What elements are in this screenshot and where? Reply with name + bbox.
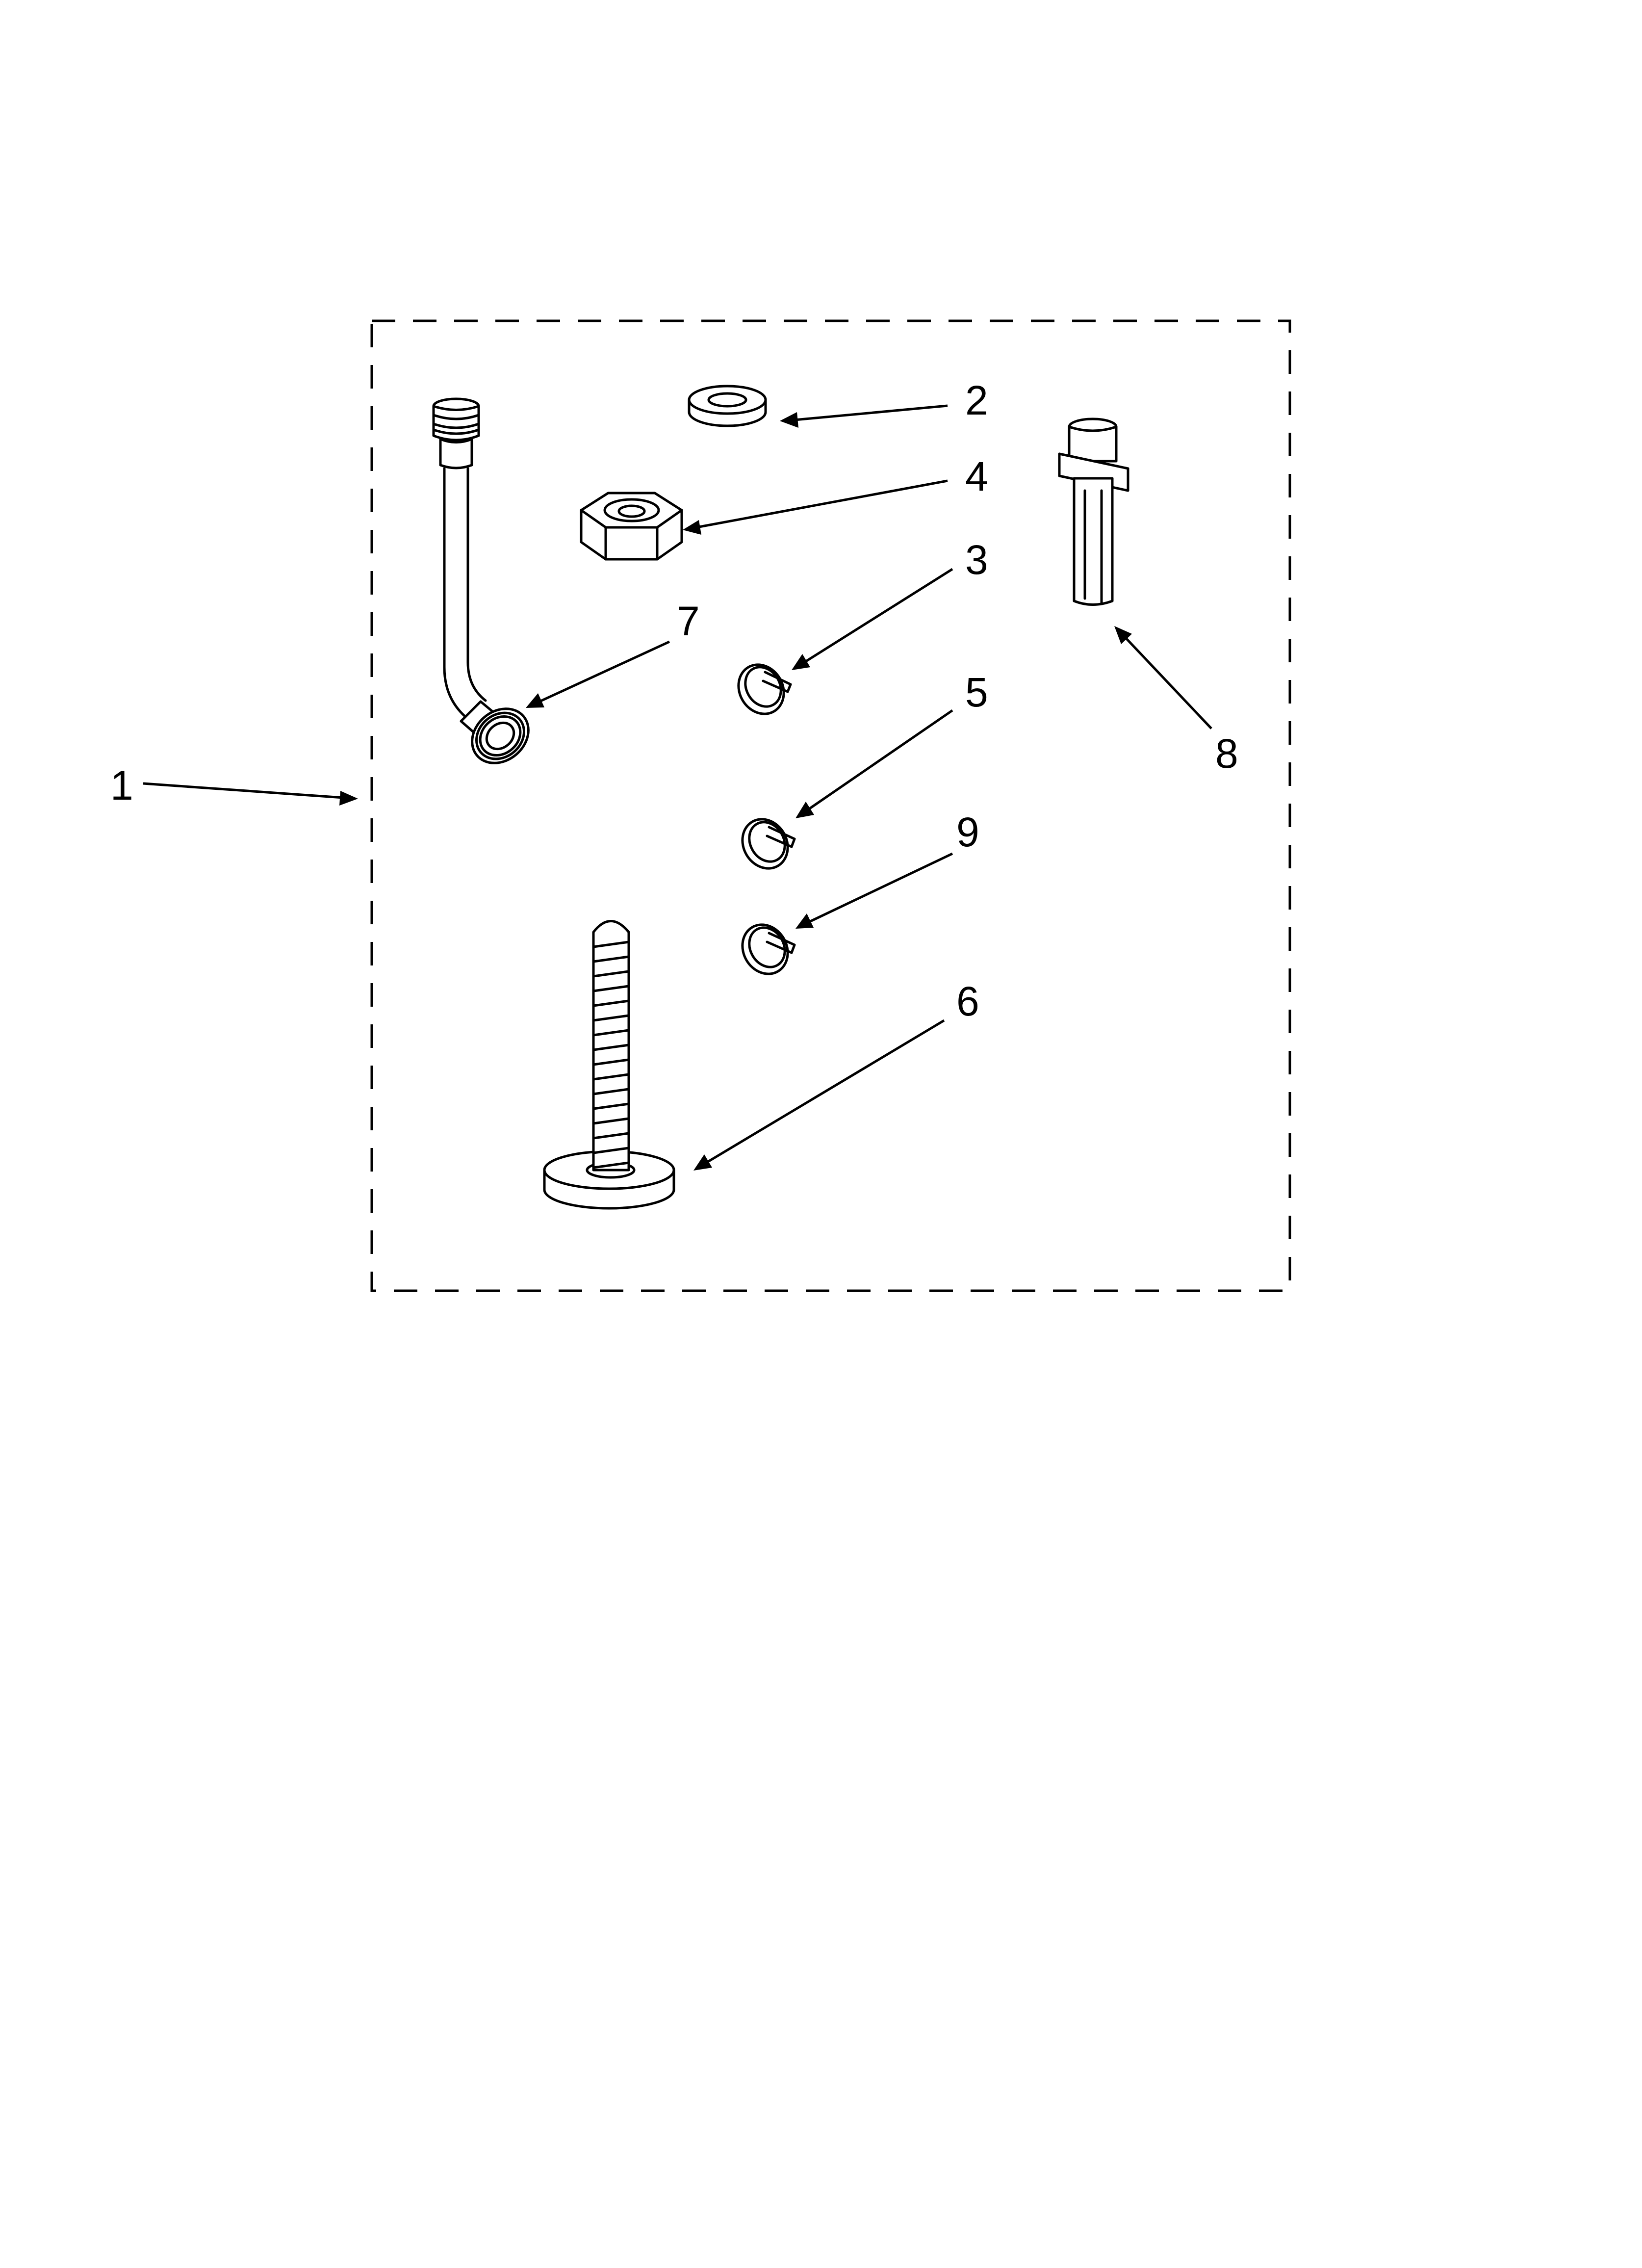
clamp-part-5[interactable] xyxy=(734,811,796,877)
callout-4: 4 xyxy=(965,453,988,499)
callout-6: 6 xyxy=(956,978,979,1024)
callout-9: 9 xyxy=(956,809,979,855)
nut-part-4[interactable] xyxy=(580,492,683,561)
callout-1: 1 xyxy=(110,762,133,808)
washer-part-2[interactable] xyxy=(688,385,767,427)
callout-3: 3 xyxy=(965,537,988,583)
connector-part-8[interactable] xyxy=(1058,417,1129,606)
clamp-part-9[interactable] xyxy=(734,916,796,982)
callout-2: 2 xyxy=(965,377,988,423)
clamp-part-3[interactable] xyxy=(730,656,793,722)
leader-lines xyxy=(143,404,1212,1171)
callout-7: 7 xyxy=(677,598,700,644)
callout-5: 5 xyxy=(965,669,988,715)
callout-8: 8 xyxy=(1215,730,1238,777)
hose-part-7[interactable] xyxy=(432,397,539,774)
leveling-leg-part-6[interactable] xyxy=(543,920,675,1210)
callout-labels: 1 2 3 4 5 6 7 8 9 xyxy=(110,377,1238,1024)
kit-boundary xyxy=(370,319,1291,1292)
